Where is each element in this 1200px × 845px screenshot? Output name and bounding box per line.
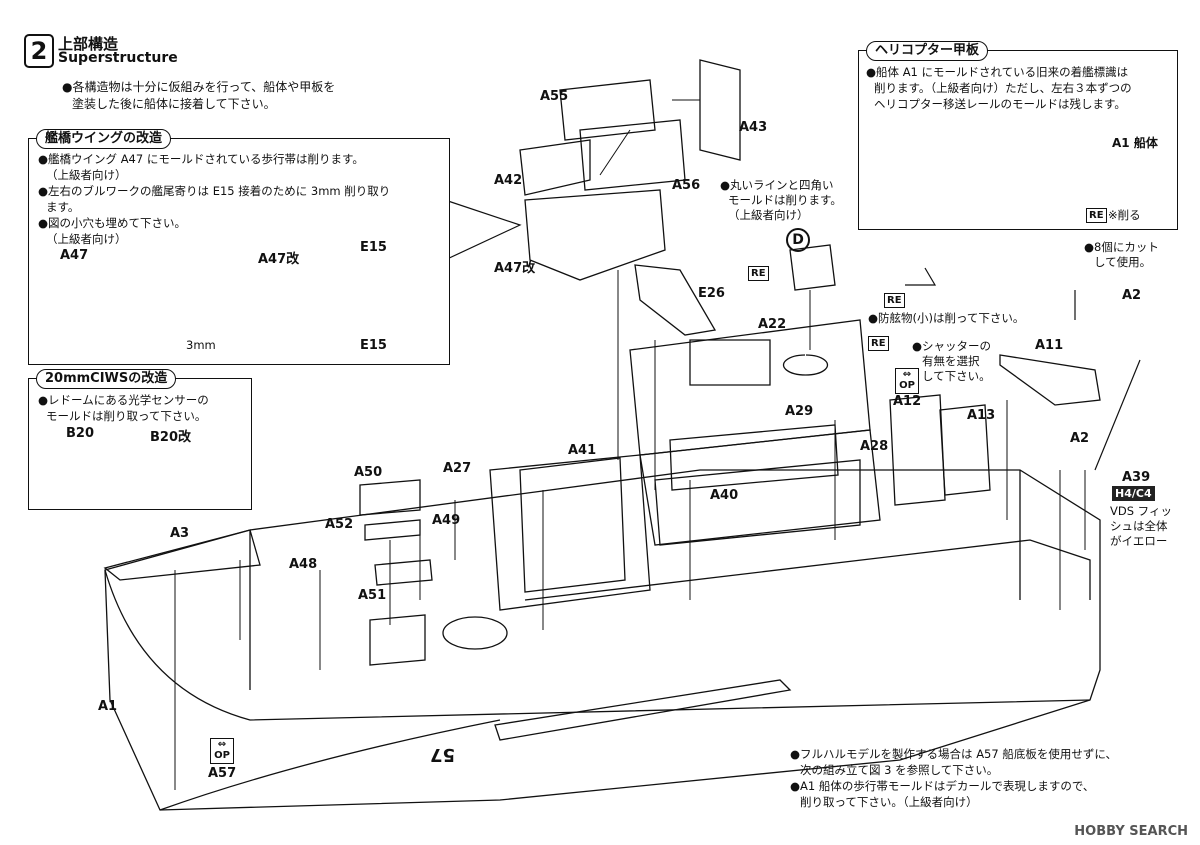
- watermark: HOBBY SEARCH: [1074, 824, 1188, 839]
- part-a11: [999, 354, 1101, 406]
- label-a47kai-main: A47改: [494, 261, 536, 276]
- step-number: 2: [24, 34, 54, 68]
- op-arrow-icon: ⇔: [217, 739, 227, 750]
- part-a55: [559, 79, 656, 141]
- label-b20: B20: [66, 426, 94, 441]
- label-a28: A28: [860, 439, 889, 454]
- part-a50: [359, 479, 421, 516]
- ciws-box: [28, 378, 252, 510]
- label-a29: A29: [785, 404, 814, 419]
- deck-walkway: [494, 679, 792, 741]
- label-a40: A40: [710, 488, 739, 503]
- label-e15-bottom: E15: [360, 338, 387, 353]
- ciws-box-title: 20mmCIWSの改造: [36, 369, 177, 389]
- note-cut8: ●8個にカット して使用。: [1084, 240, 1159, 269]
- label-a52: A52: [325, 517, 354, 532]
- note-shutter: ●シャッターの 有無を選択 して下さい。: [912, 339, 992, 383]
- re-note: ※削る: [1108, 208, 1141, 222]
- part-a43: [699, 59, 741, 161]
- label-a48: A48: [289, 557, 318, 572]
- paint-code-h4c4: H4/C4: [1112, 486, 1155, 501]
- label-a47kai: A47改: [258, 252, 300, 267]
- label-a51: A51: [358, 588, 387, 603]
- heli-box-notes: ●船体 A1 にモールドされている旧来の着艦標識は 削ります。（上級者向け）ただ…: [866, 65, 1132, 111]
- bridge-block: [489, 454, 651, 611]
- shutter-a12: [889, 394, 946, 506]
- label-3mm: 3mm: [186, 338, 216, 352]
- label-a2: A2: [1070, 431, 1090, 446]
- label-a42: A42: [494, 173, 523, 188]
- label-a47: A47: [60, 248, 89, 263]
- label-a2-cut: A2: [1122, 288, 1142, 303]
- part-a47kai: [524, 189, 666, 281]
- label-a27: A27: [443, 461, 472, 476]
- label-a49: A49: [432, 513, 461, 528]
- label-a11: A11: [1035, 338, 1064, 353]
- heli-box: [858, 50, 1178, 230]
- intro-note: ●各構造物は十分に仮組みを行って、船体や甲板を 塗装した後に船体に接着して下さい…: [62, 80, 336, 111]
- label-a1-hull: A1 船体: [1112, 136, 1158, 150]
- label-a39: A39: [1122, 470, 1151, 485]
- part-a42: [519, 139, 591, 196]
- label-a12: A12: [893, 394, 922, 409]
- part-a56: [579, 119, 686, 191]
- heli-box-title: ヘリコプター甲板: [866, 41, 989, 61]
- label-a56: A56: [672, 178, 701, 193]
- label-e15-top: E15: [360, 240, 387, 255]
- re-badge-heli: RE: [1086, 208, 1107, 223]
- label-a22: A22: [758, 317, 787, 332]
- re-badge-1: RE: [748, 266, 769, 281]
- deckhouse-a40: [654, 459, 861, 546]
- re-badge-2: RE: [884, 293, 905, 308]
- label-d: D: [786, 228, 810, 252]
- label-a41: A41: [568, 443, 597, 458]
- ciws-box-notes: ●レドームにある光学センサーの モールドは削り取って下さい。: [38, 393, 209, 423]
- part-d: [789, 244, 836, 291]
- bow-deck: [103, 529, 261, 581]
- step-title-jp: 上部構造: [58, 35, 119, 53]
- note-round-line: ●丸いラインと四角い モールドは削ります。 （上級者向け）: [720, 178, 842, 222]
- wing-box: [28, 138, 450, 365]
- hull-number: 57: [430, 744, 456, 765]
- op-badge-2: ⇔OP: [210, 738, 234, 764]
- label-a13: A13: [967, 408, 996, 423]
- label-a55: A55: [540, 89, 569, 104]
- re-badge-3: RE: [868, 336, 889, 351]
- wing-box-title: 艦橋ウイングの改造: [36, 129, 172, 149]
- step-title-en: Superstructure: [58, 50, 178, 66]
- op-arrow-icon: ⇔: [902, 369, 912, 380]
- note-bottom: ●フルハルモデルを製作する場合は A57 船底板を使用せずに、 次の組み立て図 …: [790, 747, 1117, 809]
- note-vds: VDS フィッ シュは全体 がイエロー: [1110, 504, 1172, 548]
- note-fender: ●防舷物(小)は削って下さい。: [868, 311, 1025, 325]
- label-a57: A57: [208, 766, 237, 781]
- label-e26: E26: [698, 286, 725, 301]
- label-a3: A3: [170, 526, 190, 541]
- label-a43: A43: [739, 120, 768, 135]
- wing-box-notes: ●艦橋ウイング A47 にモールドされている歩行帯は削ります。 （上級者向け） …: [38, 152, 391, 246]
- label-a1: A1: [98, 699, 118, 714]
- helipad-circle: [442, 616, 508, 650]
- part-e26: [634, 264, 717, 336]
- op-badge-1: ⇔OP: [895, 368, 919, 394]
- label-a50: A50: [354, 465, 383, 480]
- hull-outline: [104, 469, 1101, 811]
- label-b20kai: B20改: [150, 430, 191, 445]
